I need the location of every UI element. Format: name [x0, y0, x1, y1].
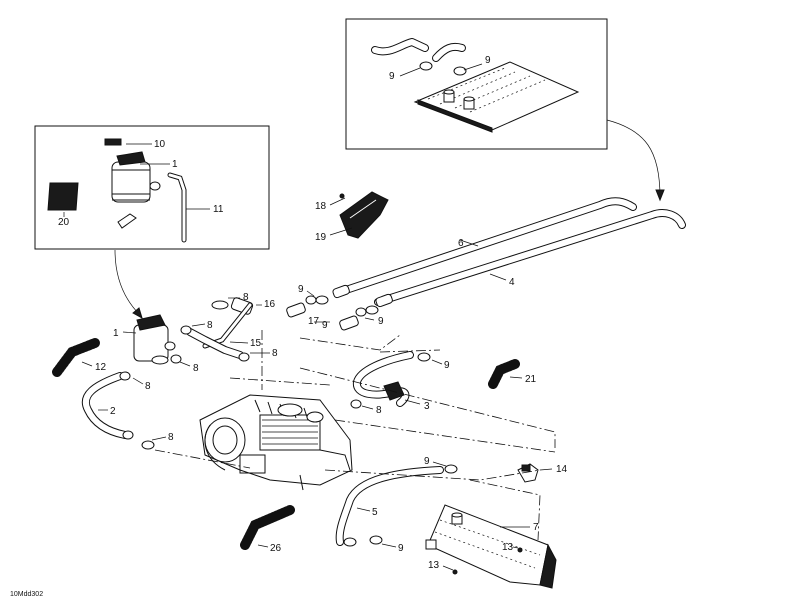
callout-18: 18	[315, 201, 327, 212]
callout-8: 8	[193, 363, 199, 374]
callout-20: 20	[58, 217, 70, 228]
callout-1: 1	[113, 328, 119, 339]
inset-pointer-arrow	[114, 249, 141, 316]
hose-2-group: 8 8 2 8	[82, 354, 199, 450]
callout-1: 1	[172, 159, 178, 170]
callout-9: 9	[298, 284, 304, 295]
callout-5: 5	[372, 507, 378, 518]
callout-16: 16	[264, 299, 276, 310]
callout-9: 9	[322, 320, 328, 331]
callout-3: 3	[424, 401, 430, 412]
callout-15: 15	[250, 338, 262, 349]
radiator-detail-inset: 9 9	[345, 18, 608, 150]
callout-8: 8	[272, 348, 278, 359]
callout-12: 12	[95, 362, 107, 373]
arrowhead	[655, 189, 665, 202]
coolant-tubes: 6 4	[336, 197, 686, 306]
callout-19: 19	[315, 232, 327, 243]
callout-8: 8	[376, 405, 382, 416]
callout-10: 10	[154, 139, 166, 150]
small-hoses-group: 8 16 8 15 8	[180, 292, 278, 362]
callout-21: 21	[525, 374, 537, 385]
routing-guide-lines	[154, 330, 556, 541]
callout-7: 7	[533, 522, 539, 533]
callout-17: 17	[308, 316, 320, 327]
inset-pointer-arrow	[606, 119, 661, 198]
callout-4: 4	[509, 277, 515, 288]
callout-6: 6	[458, 238, 464, 249]
callout-9: 9	[389, 71, 395, 82]
callout-9: 9	[424, 456, 430, 467]
coolant-reservoir: 1	[113, 314, 176, 365]
figure-reference-code: 10Mdd302	[10, 591, 43, 598]
callout-9: 9	[398, 543, 404, 554]
deflector-part-19: 18 19	[315, 191, 389, 243]
callout-8: 8	[207, 320, 213, 331]
callout-13: 13	[428, 560, 440, 571]
engine-assembly	[199, 394, 353, 491]
hose-5-group: 9 14 5 9	[335, 456, 568, 554]
reservoir-detail-inset: 10 1 11 20	[34, 125, 270, 250]
connector-hoses-17: 9 17 9 9	[286, 284, 393, 331]
callout-8: 8	[243, 292, 249, 303]
callout-13: 13	[502, 542, 514, 553]
callout-26: 26	[270, 543, 282, 554]
hose-3-group: 9 3 8	[350, 351, 450, 416]
callout-9: 9	[378, 316, 384, 327]
callout-2: 2	[110, 406, 116, 417]
callout-9: 9	[444, 360, 450, 371]
callout-8: 8	[145, 381, 151, 392]
ribbed-hoses: 12 21 26	[52, 338, 537, 554]
callout-14: 14	[556, 464, 568, 475]
callout-8: 8	[168, 432, 174, 443]
callout-11: 11	[213, 204, 224, 215]
arrowhead	[132, 307, 143, 320]
callout-9: 9	[485, 55, 491, 66]
rear-heat-exchanger: 7 13 13	[425, 504, 557, 589]
